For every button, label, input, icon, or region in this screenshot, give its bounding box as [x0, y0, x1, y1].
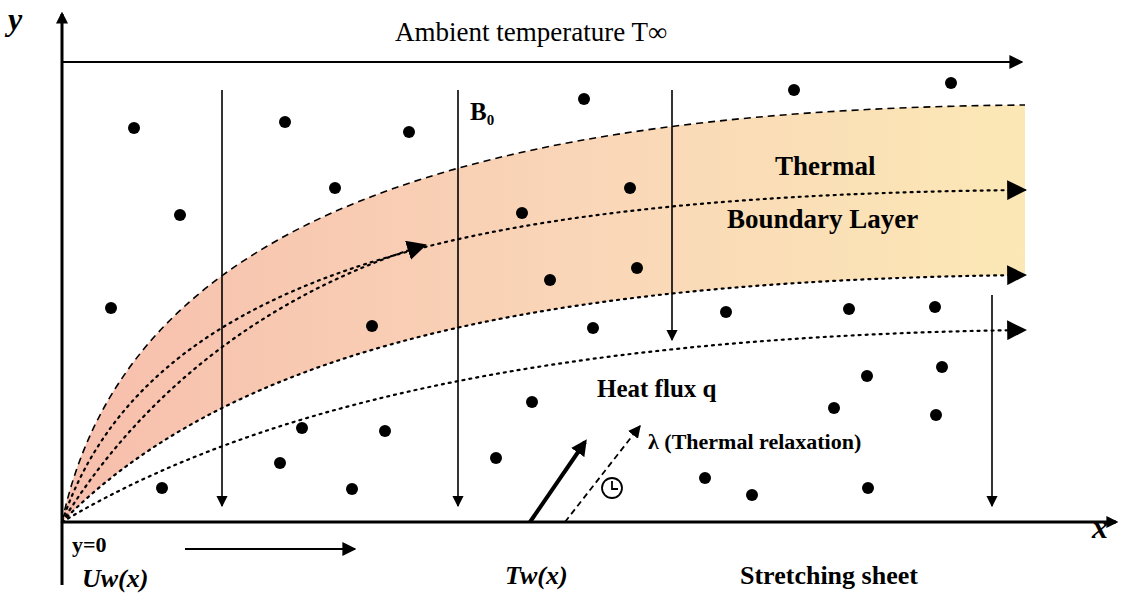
boundary-layer-edge: [62, 105, 1025, 522]
boundary-layer-region: [62, 105, 1025, 522]
sheet-velocity-arrow: [185, 548, 355, 550]
axis-label: y: [8, 2, 22, 37]
ambient-label: Ambient temperature T∞: [395, 18, 667, 48]
streamlines: [62, 190, 1025, 522]
region-label: Thermal: [775, 152, 876, 182]
region-label: Boundary Layer: [727, 205, 918, 235]
boundary-label: y=0: [72, 533, 107, 557]
ambient-arrow: [62, 61, 1022, 63]
axis-label: x: [1092, 510, 1108, 545]
heat-flux-arrow: [530, 442, 585, 522]
magnetic-field-arrows: [222, 90, 992, 506]
sheet-label: Stretching sheet: [740, 562, 918, 591]
relaxation-arrow: [565, 426, 640, 522]
clock-icon: [602, 478, 622, 498]
axes: [62, 14, 1116, 585]
temperature-label: Tw(x): [505, 562, 568, 591]
velocity-label: Uw(x): [82, 565, 148, 594]
particles: [105, 77, 957, 501]
relaxation-label: λ (Thermal relaxation): [648, 430, 861, 454]
flux-label: Heat flux q: [597, 375, 716, 403]
field-label: B₀: [470, 98, 494, 126]
